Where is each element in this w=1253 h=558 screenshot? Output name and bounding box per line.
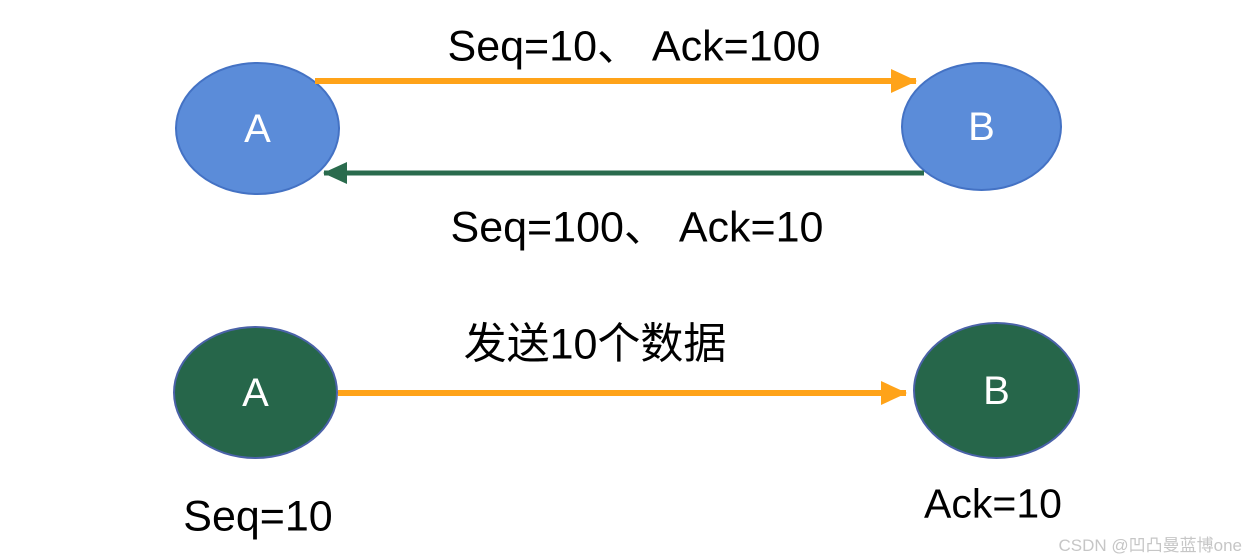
- top-node-a: A: [175, 62, 340, 195]
- watermark: CSDN @凹凸曼蓝博one: [1058, 536, 1242, 555]
- bottom-arrow-label: 发送10个数据: [463, 320, 727, 369]
- bottom-node-b: B: [913, 322, 1080, 459]
- bottom-node-a-caption: Seq=10: [183, 492, 333, 541]
- bottom-node-a: A: [173, 326, 338, 459]
- top-return-arrow-label: Seq=100、 Ack=10: [450, 203, 824, 252]
- bottom-node-b-caption: Ack=10: [924, 480, 1062, 527]
- top-forward-arrow-label: Seq=10、 Ack=100: [447, 22, 821, 71]
- top-node-b: B: [901, 62, 1062, 191]
